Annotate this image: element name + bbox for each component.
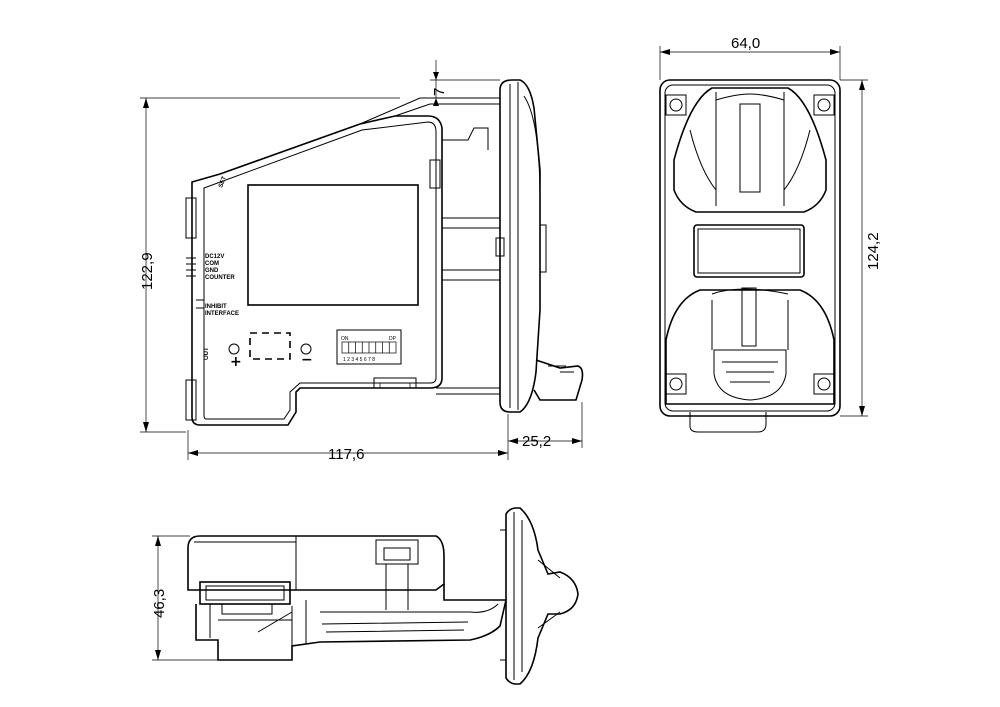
front-window (693, 224, 805, 278)
side-view: + − ON DP 1 2 3 4 5 6 7 8 DC12V (185, 79, 584, 426)
coin-slot (739, 103, 761, 193)
bottom-bezel (505, 507, 579, 685)
bottom-connector-block (199, 581, 291, 605)
dim-side-width: 117,6 (328, 446, 364, 463)
dim-bezel-depth: 25,2 (522, 433, 551, 450)
dip-switch (336, 329, 402, 365)
dim-front-height: 124,2 (865, 232, 882, 270)
dim-front-width: 64,0 (731, 35, 760, 52)
plus-button (228, 343, 240, 355)
bottom-dimensions: 46,3 (151, 535, 218, 661)
corner-screws (665, 94, 835, 395)
coin-return-spout (533, 359, 584, 401)
top-connector (185, 197, 197, 239)
bottom-clip (375, 539, 419, 565)
inhibit-label: INHIBIT (205, 304, 227, 310)
minus-button (300, 343, 312, 355)
out-label: OUT (204, 347, 210, 360)
minus-symbol: − (301, 352, 313, 368)
front-dimensions: 64,0 124,2 (659, 35, 882, 417)
front-view (659, 79, 841, 433)
dim-bottom-height: 46,3 (151, 589, 168, 618)
coin-return-section (665, 289, 835, 405)
plus-symbol: + (230, 354, 242, 370)
lcd-screen (247, 184, 419, 306)
gnd-label: GND (205, 268, 219, 274)
counter-label: COUNTER (205, 275, 235, 281)
dc12v-label: DC12V (205, 254, 224, 260)
coin-return-cup (713, 349, 787, 401)
front-bezel-outline (659, 79, 841, 417)
dip-on-label: ON (341, 336, 349, 342)
bezel-side (499, 79, 541, 413)
interface-label: INTERFACE (205, 311, 239, 317)
side-dimensions: 122,9 117,6 25,2 7 (139, 60, 583, 463)
set-label: SET (218, 175, 228, 188)
dip-number-label: 1 2 3 4 5 6 7 8 (343, 357, 375, 363)
bottom-view (187, 507, 579, 685)
coin-funnel (673, 87, 827, 213)
com-label: COM (205, 261, 219, 267)
dim-side-height: 122,9 (139, 252, 156, 290)
segment-display (249, 332, 291, 360)
dim-top-offset: 7 (431, 88, 448, 96)
bottom-connector (185, 379, 197, 421)
bottom-main-body (187, 535, 445, 591)
dip-dp-label: DP (389, 336, 397, 342)
